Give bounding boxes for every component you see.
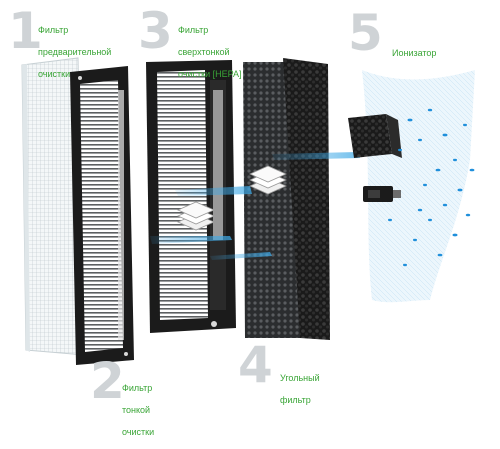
carbon-filter bbox=[243, 58, 330, 340]
stage-3-label: Фильтр сверхтонкой очистки [HEPA] bbox=[178, 25, 242, 79]
filter-sample-2 bbox=[249, 165, 287, 195]
stage-4-number: 4 bbox=[238, 336, 273, 394]
pre-filter bbox=[21, 57, 85, 356]
stage-1-number: 1 bbox=[8, 2, 43, 60]
stage-2-label: Фильтр тонкой очистки bbox=[122, 383, 155, 437]
filter-sample-1 bbox=[177, 201, 215, 231]
stage-1-label: Фильтр предварительной очистки bbox=[38, 25, 112, 79]
hepa-filter bbox=[146, 60, 236, 333]
airflow-beams bbox=[150, 152, 360, 260]
stage-4-label: Угольный фильтр bbox=[280, 373, 320, 405]
ion-particles bbox=[388, 108, 475, 267]
carbon-granule-icon bbox=[348, 114, 402, 158]
ionizer-module-icon bbox=[363, 186, 401, 202]
stage-5-number: 5 bbox=[348, 4, 383, 62]
filter-diagram bbox=[21, 57, 475, 365]
stage-5-label: Ионизатор bbox=[392, 48, 437, 58]
fine-filter bbox=[70, 66, 134, 365]
stage-2-number: 2 bbox=[90, 352, 125, 410]
stage-3-number: 3 bbox=[138, 2, 173, 60]
